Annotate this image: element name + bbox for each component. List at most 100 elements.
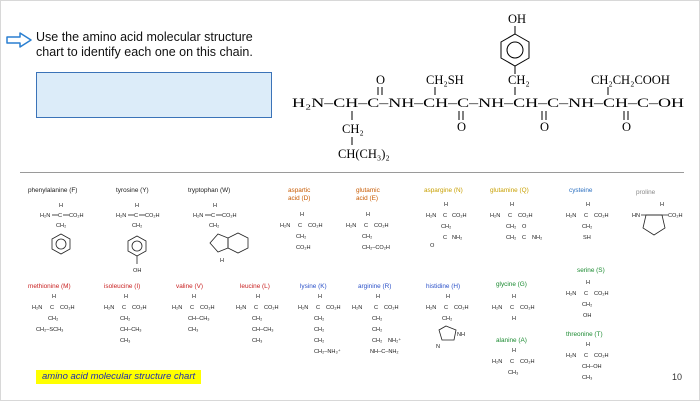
lys-ch2-1: CH₂ <box>314 316 324 322</box>
ser-h2n: H₂N <box>566 291 576 297</box>
val-h2n: H₂N <box>172 305 182 311</box>
chain-backbone: H₂N–CH–C–NH–CH–C–NH–CH–C–NH–CH–C–OH <box>292 96 684 110</box>
his-c: C <box>444 305 448 311</box>
val-co2h: CO₂H <box>200 305 215 311</box>
instruction-line-2: chart to identify each one on this chain… <box>36 45 253 59</box>
gln-ch2-2: CH₂ <box>506 235 516 241</box>
leu-c: C <box>254 305 258 311</box>
name-aspartic-2: acid (D) <box>288 195 310 202</box>
gly-h2n: H₂N <box>492 305 502 311</box>
cys-co2h: CO₂H <box>594 213 609 219</box>
arg-h: H <box>376 294 380 300</box>
gln-h: H <box>510 202 514 208</box>
cys-h: H <box>586 202 590 208</box>
page-number: 10 <box>672 372 683 382</box>
tyr-h: H <box>135 203 139 209</box>
lys-c: C <box>316 305 320 311</box>
asn-co2h: CO₂H <box>452 213 467 219</box>
gln-c: C <box>508 213 512 219</box>
ile-co2h: CO₂H <box>132 305 147 311</box>
lys-side: CH₂–NH₃⁺ <box>314 348 341 355</box>
ser-ch2: CH₂ <box>582 302 592 308</box>
ile-h: H <box>124 294 128 300</box>
phe-ch2: CH₂ <box>56 223 66 229</box>
name-methionine: methionine (M) <box>28 283 71 290</box>
glu-c: C <box>364 223 368 229</box>
row2-names: methionine (M) isoleucine (I) valine (V)… <box>28 281 603 344</box>
arg-c: C <box>374 305 378 311</box>
thr-ch3: CH₃ <box>582 375 592 381</box>
lys-co2h: CO₂H <box>326 305 341 311</box>
chain-side-ch-ch3-2: CH(CH₃)₂ <box>338 147 390 161</box>
val-ch-ch3: CH–CH₃ <box>188 316 210 322</box>
ile-h2n: H₂N <box>104 305 114 311</box>
tyr-co2h: CO₂H <box>145 213 160 219</box>
answer-box[interactable] <box>36 72 272 118</box>
name-glutamine: glutamine (Q) <box>490 187 529 194</box>
leu-ch3: CH₃ <box>252 338 262 344</box>
val-ch3: CH₃ <box>188 327 198 333</box>
row1-structures: H H₂N C CO₂H CH₂ H H₂N C CO₂H CH₂ O H H H… <box>40 202 683 274</box>
asp-co2h: CO₂H <box>308 223 323 229</box>
glu-h2n: H₂N <box>346 223 356 229</box>
asn-h2n: H₂N <box>426 213 436 219</box>
leu-ch-ch3: CH–CH₃ <box>252 327 274 333</box>
gly-c: C <box>510 305 514 311</box>
met-h2n: H₂N <box>32 305 42 311</box>
met-ch2: CH₂ <box>48 316 58 322</box>
phe-c: C <box>58 213 62 219</box>
glu-ch2: CH₂ <box>362 234 372 240</box>
arg-ch2-1: CH₂ <box>372 316 382 322</box>
phe-h: H <box>59 203 63 209</box>
met-c: C <box>50 305 54 311</box>
name-arginine: arginine (R) <box>358 283 391 290</box>
phenol-ring: OH <box>500 12 530 74</box>
name-alanine: alanine (A) <box>496 337 527 344</box>
name-asparagine: aspargine (N) <box>424 187 463 194</box>
name-threonine: threonine (T) <box>566 331 603 338</box>
cys-ch2: CH₂ <box>582 224 592 230</box>
thr-c: C <box>584 353 588 359</box>
asp-c: C <box>298 223 302 229</box>
pro-hn: HN <box>632 213 640 219</box>
ser-h: H <box>586 280 590 286</box>
arg-nh2-plus: NH₂⁺ <box>388 337 401 344</box>
gly-h: H <box>512 294 516 300</box>
chain-carbonyl-o-3: O <box>540 120 549 134</box>
his-n: N <box>436 344 440 350</box>
cys-h2n: H₂N <box>566 213 576 219</box>
ser-co2h: CO₂H <box>594 291 609 297</box>
name-glutamic-2: acid (E) <box>356 195 378 202</box>
peptide-chain-structure: OH CH₂SH CH₂ CH₂CH₂COOH O H₂N–CH–C–NH–CH… <box>292 12 684 161</box>
pro-h: H <box>660 202 664 208</box>
asp-ch2: CH₂ <box>296 234 306 240</box>
ser-oh: OH <box>583 313 591 319</box>
asn-amide-c: C <box>443 235 447 241</box>
trp-ch2: CH₂ <box>209 223 219 229</box>
gln-amide-c: C <box>522 235 526 241</box>
met-co2h: CO₂H <box>60 305 75 311</box>
tyr-h2n: H₂N <box>116 213 126 219</box>
lys-ch2-3: CH₂ <box>314 338 324 344</box>
chain-carbonyl-o-1: O <box>376 73 385 87</box>
leu-ch2: CH₂ <box>252 316 262 322</box>
cys-c: C <box>584 213 588 219</box>
arg-co2h: CO₂H <box>384 305 399 311</box>
lys-ch2-2: CH₂ <box>314 327 324 333</box>
leu-h: H <box>256 294 260 300</box>
section-divider <box>20 172 684 173</box>
asn-c: C <box>443 213 447 219</box>
thr-h: H <box>586 342 590 348</box>
his-nh: NH <box>457 332 465 338</box>
name-serine: serine (S) <box>577 267 605 274</box>
asn-h: H <box>444 202 448 208</box>
thr-ch-oh: CH–OH <box>582 364 602 370</box>
trp-c: C <box>211 213 215 219</box>
chain-side-ch2-tyr: CH₂ <box>508 73 530 87</box>
glu-co2h: CO₂H <box>374 223 389 229</box>
ile-ch3: CH₃ <box>120 338 130 344</box>
asn-o: O <box>430 243 435 249</box>
instruction-text: Use the amino acid molecular structure c… <box>36 30 286 60</box>
thr-co2h: CO₂H <box>594 353 609 359</box>
val-h: H <box>192 294 196 300</box>
